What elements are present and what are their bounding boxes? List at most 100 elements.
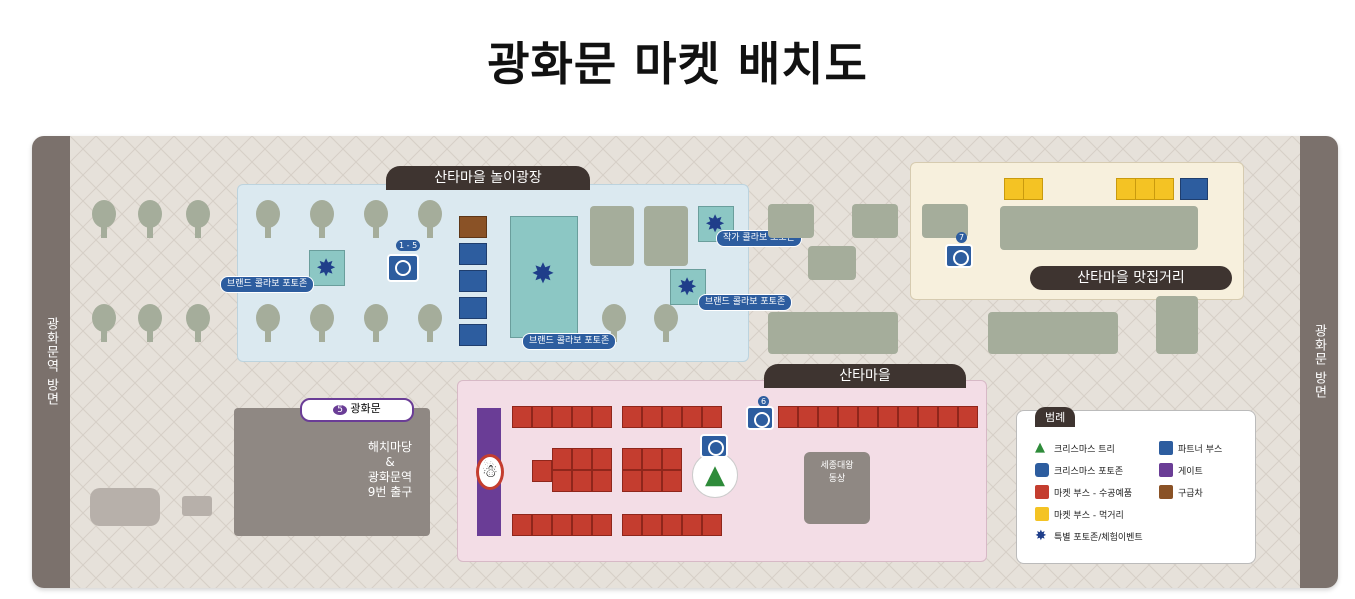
grey-block — [1156, 296, 1198, 354]
tree-icon — [136, 200, 164, 240]
tree-icon — [136, 304, 164, 344]
craft-booth-block — [622, 448, 682, 492]
market-map: 광화문역 방면 광화문 방면 산타마을 놀이광장 ✸ 브랜드 콜라보 포토존 ✸… — [32, 136, 1338, 588]
grey-block — [808, 246, 856, 280]
food-street-label: 산타마을 맛집거리 — [1030, 266, 1232, 290]
photozone-number: 7 — [956, 232, 968, 243]
haechi-line-3: 광화문역 — [367, 470, 413, 484]
legend-item-partner: 파트너 부스 — [1159, 441, 1222, 455]
ambulance — [459, 216, 487, 238]
left-road: 광화문역 방면 — [32, 136, 70, 588]
legend: 범례 ▲ 크리스마스 트리 파트너 부스 크리스마스 포토존 게이트 마켓 부스… — [1016, 407, 1256, 564]
tree-icon — [184, 200, 212, 240]
craft-booth-block — [552, 448, 612, 492]
tree-icon — [254, 200, 282, 240]
haechi-label: 해치마당 & 광화문역 9번 출구 — [350, 440, 430, 500]
grey-pavilion — [90, 488, 160, 526]
tree-icon — [416, 304, 444, 344]
craft-booth-row — [512, 406, 612, 428]
legend-item-special: ✸ 특별 포토존/체험이벤트 — [1035, 529, 1143, 543]
craft-booth-row — [778, 406, 978, 428]
haechi-line-1: 해치마당 — [367, 440, 413, 454]
grey-block — [852, 204, 898, 238]
craft-booth-row — [622, 406, 722, 428]
food-booth — [1116, 178, 1136, 200]
camera-icon — [1035, 463, 1049, 477]
legend-label: 크리스마스 포토존 — [1054, 466, 1124, 477]
gate5-number: 5 — [333, 405, 347, 415]
grey-block — [768, 204, 814, 238]
christmas-tree-icon: ▲ — [692, 452, 738, 498]
grey-block — [768, 312, 898, 354]
christmas-photozone-icon — [700, 434, 728, 458]
partner-booth — [459, 243, 487, 265]
legend-item-ambulance: 구급차 — [1159, 485, 1203, 499]
legend-label: 파트너 부스 — [1178, 444, 1223, 455]
craft-booth-row — [512, 514, 612, 536]
tree-icon — [184, 304, 212, 344]
christmas-photozone-icon — [746, 406, 774, 430]
play-plaza-label: 산타마을 놀이광장 — [386, 166, 590, 190]
legend-title: 범례 — [1035, 407, 1076, 427]
tree-icon — [308, 304, 336, 344]
tree-icon — [652, 304, 680, 344]
christmas-tree-icon: ▲ — [1035, 440, 1045, 455]
tree-icon — [362, 304, 390, 344]
page-title: 광화문 마켓 배치도 — [487, 37, 868, 91]
legend-item-photozone: 크리스마스 포토존 — [1035, 463, 1123, 477]
partner-booth — [459, 270, 487, 292]
food-booth — [1154, 178, 1174, 200]
grey-block — [590, 206, 634, 266]
partner-booth — [459, 324, 487, 346]
gate5-name: 광화문 — [350, 402, 381, 415]
craft-swatch — [1035, 485, 1049, 499]
grey-block — [1000, 206, 1198, 250]
special-photozone-icon: ✸ — [315, 254, 337, 282]
statue-label-1: 세종대왕 — [820, 461, 854, 471]
special-photozone-icon: ✸ — [531, 257, 555, 290]
photozone-number: 1 - 5 — [396, 240, 421, 251]
legend-label: 게이트 — [1178, 466, 1203, 477]
tree-icon — [90, 200, 118, 240]
tree-icon — [416, 200, 444, 240]
special-photozone-icon: ✸ — [676, 273, 698, 301]
partner-booth — [1180, 178, 1208, 200]
grey-block — [988, 312, 1118, 354]
santa-village-label: 산타마을 — [764, 364, 966, 388]
haechi-line-2: & — [385, 455, 395, 469]
legend-label: 특별 포토존/체험이벤트 — [1054, 532, 1143, 543]
christmas-photozone-icon — [387, 254, 419, 282]
partner-swatch — [1159, 441, 1173, 455]
craft-booth-row — [622, 514, 722, 536]
tree-icon — [308, 200, 336, 240]
santa-icon: ☃ — [476, 454, 504, 490]
sejong-statue: 세종대왕 동상 — [804, 452, 870, 524]
brand-photozone-tag: 브랜드 콜라보 포토존 — [698, 294, 793, 311]
legend-label: 크리스마스 트리 — [1054, 444, 1115, 455]
gate-swatch — [1159, 463, 1173, 477]
food-booth — [1023, 178, 1043, 200]
legend-label: 마켓 부스 - 수공예품 — [1054, 488, 1133, 499]
photozone-number: 6 — [758, 396, 770, 407]
statue-label-2: 동상 — [828, 474, 846, 484]
haechi-plaza — [234, 408, 430, 536]
food-booth — [1004, 178, 1024, 200]
legend-item-tree: ▲ 크리스마스 트리 — [1035, 441, 1115, 455]
right-road: 광화문 방면 — [1300, 136, 1338, 588]
brand-photozone-box — [309, 250, 345, 286]
ambulance-swatch — [1159, 485, 1173, 499]
tree-icon — [90, 304, 118, 344]
tree-icon — [254, 304, 282, 344]
gate5-label: 5 광화문 — [300, 398, 414, 422]
grey-kiosk — [182, 496, 212, 516]
grey-block — [644, 206, 688, 266]
legend-label: 마켓 부스 - 먹거리 — [1054, 510, 1124, 521]
christmas-photozone-icon — [945, 244, 973, 268]
food-booth — [1135, 178, 1155, 200]
star-icon: ✸ — [1035, 528, 1047, 544]
brand-photozone-tag: 브랜드 콜라보 포토존 — [522, 333, 617, 350]
food-swatch — [1035, 507, 1049, 521]
legend-item-gate: 게이트 — [1159, 463, 1203, 477]
tree-icon — [362, 200, 390, 240]
craft-booth — [532, 460, 552, 482]
